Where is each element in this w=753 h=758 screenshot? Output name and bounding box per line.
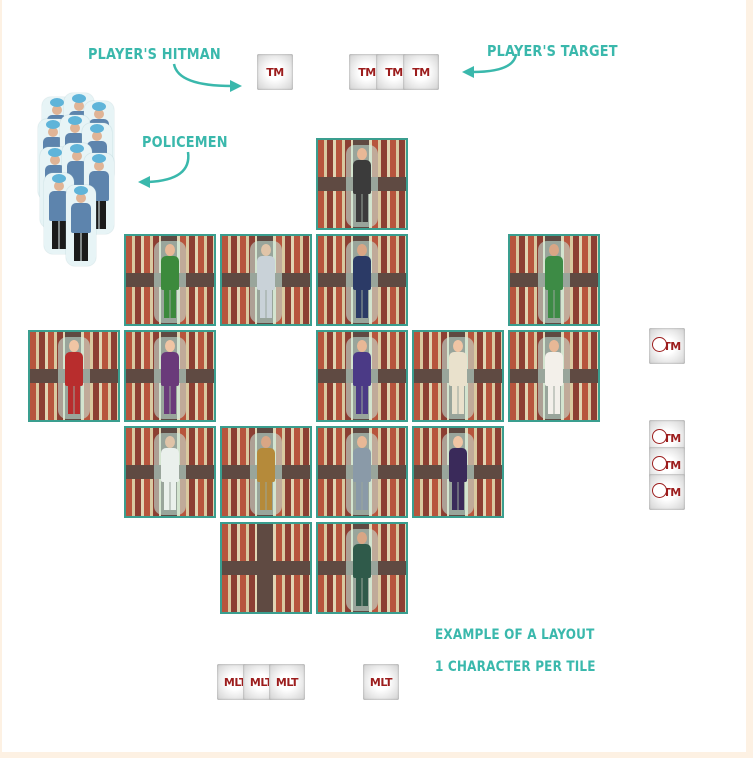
character-figure[interactable] (543, 244, 565, 320)
character-figure[interactable] (351, 340, 373, 416)
target-token[interactable]: TM (403, 54, 439, 90)
city-tile[interactable] (124, 426, 216, 518)
city-tile[interactable] (220, 426, 312, 518)
character-figure[interactable] (447, 436, 469, 512)
side-token[interactable]: TM (649, 474, 685, 510)
coin-icon (652, 456, 667, 471)
character-figure[interactable] (543, 340, 565, 416)
city-tile[interactable] (28, 330, 120, 422)
city-tile[interactable] (316, 234, 408, 326)
example-layout-label: EXAMPLE OF A LAYOUT (435, 627, 595, 643)
city-tile[interactable] (316, 522, 408, 614)
city-tile[interactable] (124, 330, 216, 422)
city-tile[interactable] (316, 138, 408, 230)
players-hitman-label: PLAYER'S HITMAN (88, 45, 221, 63)
character-figure[interactable] (351, 532, 373, 608)
bottom-token[interactable]: MLT (269, 664, 305, 700)
character-figure[interactable] (447, 340, 469, 416)
policemen-label: POLICEMEN (142, 133, 228, 151)
character-figure[interactable] (351, 436, 373, 512)
character-figure[interactable] (63, 340, 85, 416)
side-token[interactable]: TM (649, 328, 685, 364)
city-tile[interactable] (412, 330, 504, 422)
city-tile[interactable] (220, 522, 312, 614)
city-tile[interactable] (220, 234, 312, 326)
character-per-tile-label: 1 CHARACTER PER TILE (435, 659, 596, 675)
bottom-token[interactable]: MLT (363, 664, 399, 700)
city-tile[interactable] (316, 426, 408, 518)
coin-icon (652, 429, 667, 444)
hitman-token[interactable]: TM (257, 54, 293, 90)
character-figure[interactable] (255, 244, 277, 320)
character-figure[interactable] (255, 436, 277, 512)
character-figure[interactable] (159, 436, 181, 512)
target-arrow-icon (460, 52, 520, 82)
character-figure[interactable] (351, 244, 373, 320)
policeman-figure[interactable] (70, 188, 92, 263)
character-figure[interactable] (351, 148, 373, 224)
city-tile[interactable] (412, 426, 504, 518)
coin-icon (652, 483, 667, 498)
city-tile[interactable] (508, 234, 600, 326)
policemen-arrow-icon (136, 150, 196, 190)
hitman-arrow-icon (170, 62, 250, 96)
city-tile[interactable] (316, 330, 408, 422)
character-figure[interactable] (159, 244, 181, 320)
city-tile[interactable] (508, 330, 600, 422)
character-figure[interactable] (159, 340, 181, 416)
coin-icon (652, 337, 667, 352)
city-tile[interactable] (124, 234, 216, 326)
